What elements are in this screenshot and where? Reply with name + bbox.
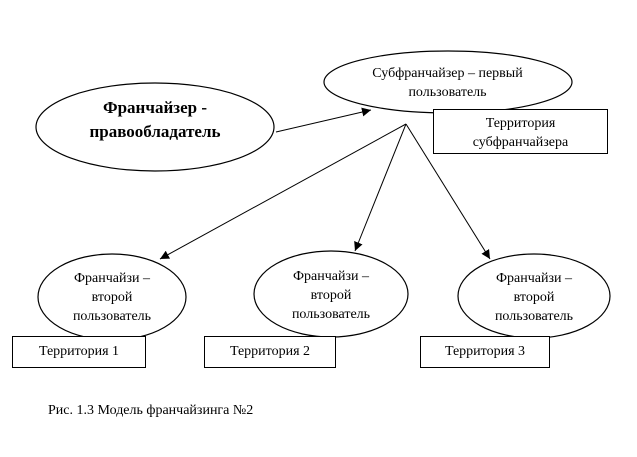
arrow-sub-to-franchisee-3 bbox=[405, 123, 491, 260]
arrow-sub-to-franchisee-1 bbox=[159, 123, 407, 260]
arrow-franchisor-to-sub bbox=[275, 107, 372, 133]
territory-1-box: Территория 1 bbox=[12, 336, 146, 368]
figure-caption: Рис. 1.3 Модель франчайзинга №2 bbox=[48, 403, 254, 418]
territory-3-box: Территория 3 bbox=[420, 336, 550, 368]
franchisee-3-label: Франчайзи – второй пользователь bbox=[494, 271, 574, 324]
franchisee-2-label: Франчайзи – второй пользователь bbox=[291, 269, 371, 322]
franchisee-1-label: Франчайзи – второй пользователь bbox=[72, 271, 152, 324]
franchisor-ellipse bbox=[35, 82, 275, 172]
franchisor-label: Франчайзер - правообладатель bbox=[89, 98, 221, 141]
subfranchisor-label: Субфранчайзер – первый пользователь bbox=[372, 66, 523, 100]
territory-sub-box: Территория субфранчайзера bbox=[433, 109, 608, 154]
arrow-sub-to-franchisee-2 bbox=[354, 123, 407, 252]
territory-2-box: Территория 2 bbox=[204, 336, 336, 368]
